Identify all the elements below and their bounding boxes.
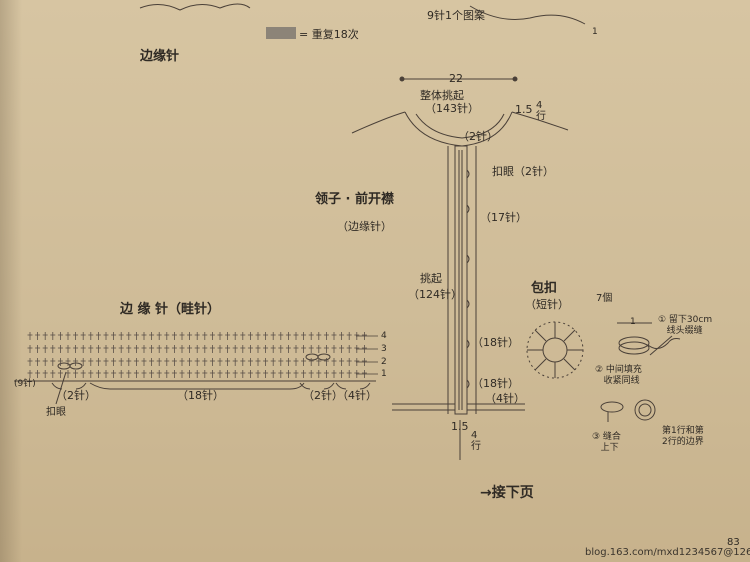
- top-edge-label: 边缘针: [140, 49, 180, 64]
- bottom-rows: 4 行: [471, 430, 481, 452]
- button-title: 包扣: [531, 281, 558, 296]
- row-2: 2: [381, 357, 387, 367]
- edge-note: 第1行和第 2行的边界: [662, 426, 704, 447]
- step-3: ③ 缝合 上下: [592, 432, 621, 453]
- border-left-side: (9针): [14, 379, 36, 389]
- left-pick-count: （124针）: [408, 288, 462, 301]
- border-4: （4针）: [337, 389, 377, 402]
- stitch-17: （17针）: [480, 211, 527, 224]
- buttonhole-label: 扣眼（2针）: [492, 165, 554, 178]
- row-3: 3: [381, 344, 387, 354]
- top-mark: 1: [592, 27, 598, 37]
- collar-subtitle: （边缘针）: [337, 220, 392, 233]
- step-2: ② 中间填充 收紧同线: [595, 365, 642, 386]
- step-1: ① 留下30cm 线头缀缝: [658, 315, 713, 336]
- button-subtitle: （短针）: [525, 298, 569, 311]
- row-1: 1: [381, 369, 387, 379]
- collar-pick-count: （143针）: [425, 102, 479, 115]
- repeat-label: = 重复18次: [299, 28, 359, 41]
- next-page-link[interactable]: →接下页: [480, 485, 534, 501]
- collar-width: 22: [449, 72, 463, 85]
- row-4: 4: [381, 331, 387, 341]
- border-buttonhole: 扣眼: [46, 407, 66, 418]
- collar-pick-label: 整体挑起: [420, 89, 464, 102]
- stitch-4: （4针）: [485, 392, 525, 405]
- collar-side-rows: 4 行: [536, 100, 546, 122]
- border-18: （18针）: [177, 389, 224, 402]
- button-width: 1: [630, 317, 636, 327]
- collar-side-width: 1.5: [515, 103, 533, 116]
- border-title: 边 缘 针（畦针）: [120, 302, 221, 317]
- collar-hook-2: （2针）: [458, 130, 498, 143]
- left-pick-label: 挑起: [420, 272, 442, 285]
- stitch-18a: （18针）: [472, 336, 519, 349]
- bottom-width: 1.5: [451, 420, 469, 433]
- watermark: blog.163.com/mxd1234567@126: [585, 547, 750, 558]
- page-fold-shadow: [0, 0, 22, 562]
- border-2a: （2针）: [56, 389, 96, 402]
- border-2b: （2针）: [303, 389, 343, 402]
- motif-label: 9针1个图案: [427, 9, 485, 22]
- collar-title: 领子 · 前开襟: [315, 192, 394, 207]
- button-count: 7個: [596, 293, 613, 304]
- stitch-18b: （18针）: [472, 377, 519, 390]
- page-number: 83: [727, 537, 740, 548]
